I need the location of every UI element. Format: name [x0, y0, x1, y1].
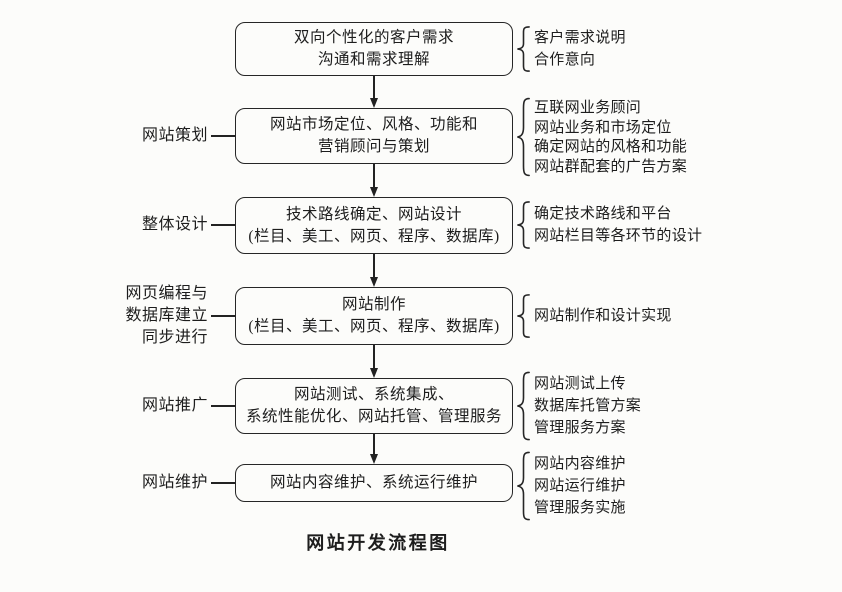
flow-box-line: (栏目、美工、网页、程序、数据库): [248, 227, 500, 245]
flow-box-line: 系统性能优化、网站托管、管理服务: [245, 408, 502, 425]
down-arrow-icon: [367, 254, 381, 287]
side-label-line: 网站维护: [141, 474, 208, 491]
annotation-group-promotion: 网站测试上传 数据库托管方案 管理服务方案: [534, 373, 641, 439]
annotation-line: 网站制作和设计实现: [534, 308, 672, 324]
side-label-website-promotion: 网站推广: [40, 395, 208, 417]
flow-box-website-planning: 网站市场定位、风格、功能和 营销顾问与策划: [235, 108, 513, 164]
flow-box-website-production: 网站制作 (栏目、美工、网页、程序、数据库): [235, 287, 513, 345]
annotation-line: 网站测试上传: [534, 376, 626, 392]
label-connector-line: [211, 315, 235, 317]
annotation-line: 互联网业务顾问: [534, 100, 642, 116]
down-arrow-icon: [367, 76, 381, 108]
annotation-group-production: 网站制作和设计实现: [534, 305, 672, 327]
flow-box-overall-design: 技术路线确定、网站设计 (栏目、美工、网页、程序、数据库): [235, 197, 513, 254]
flow-box-line: 沟通和需求理解: [317, 51, 430, 68]
right-brace-icon: [516, 451, 531, 521]
label-connector-line: [211, 135, 235, 137]
flow-box-line: 网站测试、系统集成、: [293, 386, 454, 403]
flow-box-requirements-communication: 双向个性化的客户需求 沟通和需求理解: [235, 22, 513, 76]
flow-box-website-promotion: 网站测试、系统集成、 系统性能优化、网站托管、管理服务: [235, 378, 513, 434]
right-brace-icon: [516, 26, 531, 72]
annotation-group-maintenance: 网站内容维护 网站运行维护 管理服务实施: [534, 453, 626, 519]
right-brace-icon: [516, 97, 531, 177]
flow-box-website-maintenance: 网站内容维护、系统运行维护: [235, 464, 513, 502]
right-brace-icon: [516, 371, 531, 441]
side-label-line: 数据库建立: [125, 307, 208, 324]
label-connector-line: [211, 405, 235, 407]
flow-box-line: 网站市场定位、风格、功能和: [269, 116, 478, 133]
annotation-line: 客户需求说明: [534, 30, 626, 46]
side-label-line: 同步进行: [141, 329, 208, 346]
flow-box-line: (栏目、美工、网页、程序、数据库): [248, 318, 500, 335]
right-brace-icon: [516, 201, 531, 249]
figure-caption: 网站开发流程图: [306, 533, 450, 553]
side-label-overall-design: 整体设计: [40, 214, 208, 236]
annotation-line: 合作意向: [534, 52, 596, 68]
annotation-line: 网站群配套的广告方案: [534, 158, 688, 175]
annotation-line: 网站内容维护: [534, 456, 626, 472]
label-connector-line: [211, 482, 235, 484]
down-arrow-icon: [367, 345, 381, 378]
flow-box-line: 网站内容维护、系统运行维护: [269, 474, 478, 491]
annotation-line: 网站业务和市场定位: [534, 119, 672, 136]
down-arrow-icon: [367, 164, 381, 197]
annotation-line: 网站运行维护: [534, 478, 626, 494]
side-label-web-programming: 网页编程与 数据库建立 同步进行: [40, 283, 208, 349]
side-label-website-planning: 网站策划: [40, 125, 208, 147]
flow-box-line: 网站制作: [341, 296, 406, 313]
side-label-line: 整体设计: [141, 216, 208, 233]
annotation-line: 确定技术路线和平台: [534, 206, 672, 222]
side-label-website-maintenance: 网站维护: [40, 472, 208, 494]
flow-box-line: 双向个性化的客户需求: [293, 29, 454, 46]
down-arrow-icon: [367, 434, 381, 464]
side-label-line: 网站推广: [141, 397, 208, 414]
annotation-group-requirements: 客户需求说明 合作意向: [534, 27, 626, 71]
annotation-line: 管理服务实施: [534, 500, 626, 516]
flow-box-line: 技术路线确定、网站设计: [285, 205, 462, 223]
annotation-group-planning: 互联网业务顾问 网站业务和市场定位 确定网站的风格和功能 网站群配套的广告方案: [534, 99, 687, 177]
annotation-line: 确定网站的风格和功能: [534, 139, 688, 155]
annotation-line: 管理服务方案: [534, 420, 626, 436]
side-label-line: 网站策划: [141, 127, 208, 144]
annotation-group-design: 确定技术路线和平台 网站栏目等各环节的设计: [534, 203, 702, 247]
flow-box-line: 营销顾问与策划: [317, 138, 430, 155]
annotation-line: 数据库托管方案: [534, 398, 642, 414]
right-brace-icon: [516, 294, 531, 338]
annotation-line: 网站栏目等各环节的设计: [534, 228, 703, 244]
side-label-line: 网页编程与: [125, 285, 208, 302]
label-connector-line: [211, 224, 235, 226]
